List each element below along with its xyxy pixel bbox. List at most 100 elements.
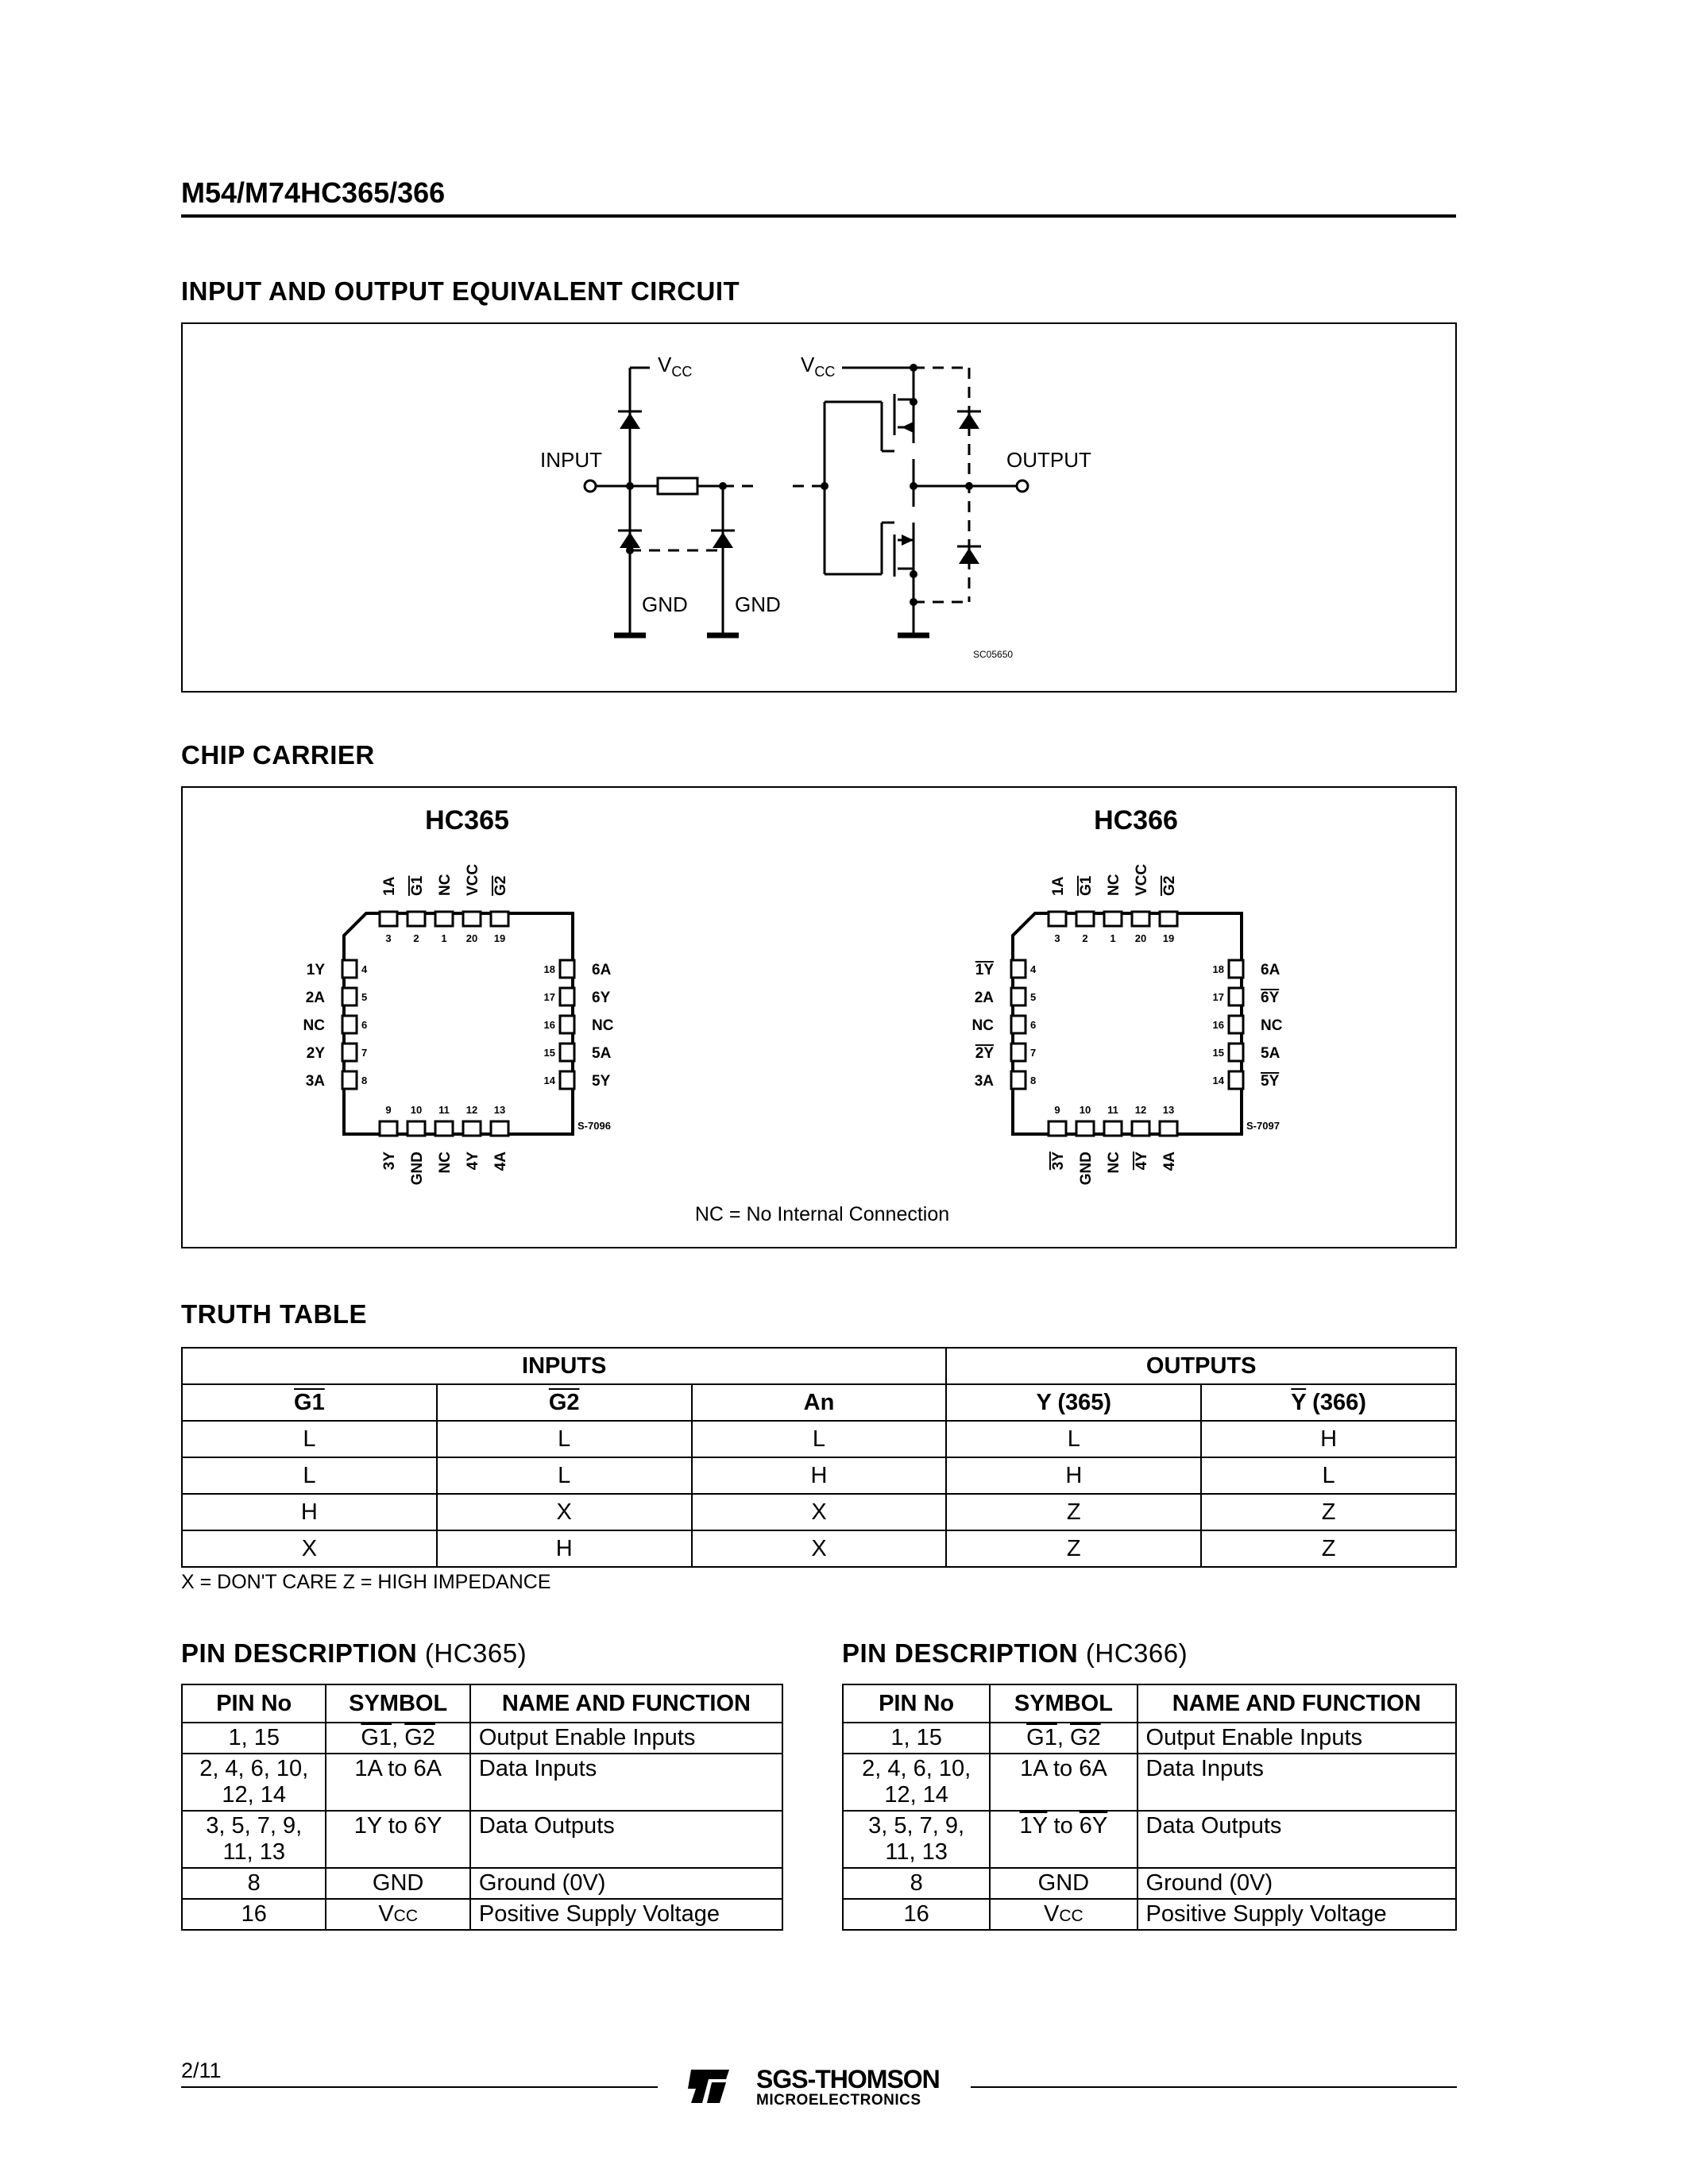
hc365-top-pin-number: 2 [413, 932, 419, 944]
truth-table-cell: X [690, 1493, 948, 1531]
hc365-package-body [342, 912, 574, 1136]
hc366-title: HC366 [1094, 805, 1178, 835]
hc366-bottom-pin-number: 11 [1107, 1104, 1118, 1116]
hc365-right-pad [558, 1070, 576, 1090]
hc366-bottom-pad [1130, 1120, 1151, 1137]
pin-desc-365-container: PIN No SYMBOL NAME AND FUNCTION 1, 15 G1… [180, 1684, 784, 1931]
hc365-top-label: G1 [409, 875, 426, 896]
hc366-package-body [1011, 912, 1243, 1136]
pd365-name: Ground (0V) [469, 1867, 784, 1900]
hc365-right-pin-number: 16 [544, 1019, 555, 1031]
truth-table-cell: Z [945, 1493, 1203, 1531]
hc365-bottom-pad [406, 1120, 427, 1137]
hc366-bottom-label: 4A [1161, 1152, 1178, 1171]
truth-table-cell: L [181, 1420, 438, 1458]
truth-table-cell: Z [945, 1530, 1203, 1568]
hc366-top-pad [1047, 910, 1068, 928]
pd365-pin: 1, 15 [180, 1722, 327, 1754]
hc365-right-label: NC [592, 1017, 614, 1034]
hc365-top-pin-number: 1 [441, 932, 446, 944]
hc366-bottom-pad [1158, 1120, 1179, 1137]
hc366-right-pin-number: 17 [1213, 991, 1224, 1003]
pd365-symbol: 1A to 6A [325, 1753, 471, 1812]
hc365-top-label: 1A [381, 876, 398, 896]
pd365-pin: 3, 5, 7, 9, 11, 13 [180, 1810, 327, 1869]
st-logo-icon [685, 2066, 732, 2106]
hc365-bottom-pad [489, 1120, 510, 1137]
truth-table-cell: L [690, 1420, 948, 1458]
pd366-name: Output Enable Inputs [1136, 1722, 1458, 1754]
pin-desc-366-table: PIN No SYMBOL NAME AND FUNCTION 1, 15 G1… [841, 1684, 1458, 1931]
pd366-symbol: 1A to 6A [989, 1753, 1138, 1812]
hc365-top-label: G2 [492, 876, 509, 896]
truth-table: INPUTS OUTPUTS G1 G2 An Y (365) Y (366) … [180, 1347, 1457, 1568]
vcc-right-label: VCC [801, 353, 835, 380]
nc-note: NC = No Internal Connection [695, 1203, 949, 1225]
truth-table-cell: H [945, 1457, 1203, 1495]
pd365-col-pin: PIN No [180, 1684, 327, 1723]
pin-desc-365-table: PIN No SYMBOL NAME AND FUNCTION 1, 15 G1… [180, 1684, 784, 1931]
truth-table-cell: H [1200, 1420, 1457, 1458]
header-rule [181, 214, 1456, 218]
hc365-left-pad [341, 1014, 358, 1035]
hc366-top-pad [1075, 910, 1095, 928]
pin-desc-366-container: PIN No SYMBOL NAME AND FUNCTION 1, 15 G1… [841, 1684, 1458, 1931]
hc365-left-label: NC [303, 1017, 326, 1034]
hc366-right-pad [1227, 986, 1245, 1007]
hc366-right-label: 5Y [1261, 1073, 1280, 1090]
hc365-right-label: 5Y [592, 1073, 611, 1090]
hc365-right-label: 6Y [592, 990, 611, 1006]
hc366-top-pin-number: 19 [1163, 932, 1174, 944]
hc366-left-label: 1Y [975, 962, 995, 978]
hc365-bottom-pin-number: 9 [385, 1104, 391, 1116]
hc366-right-label: 5A [1261, 1045, 1280, 1062]
hc366-bottom-label: 3Y [1050, 1152, 1067, 1171]
hc366-right-label: 6Y [1261, 990, 1280, 1006]
hc365-bottom-pin-number: 11 [438, 1104, 450, 1116]
hc366-right-pin-number: 18 [1213, 963, 1224, 975]
pin-desc-366-heading: PIN DESCRIPTION (HC366) [842, 1638, 1188, 1669]
pd366-symbol: GND [989, 1867, 1138, 1900]
col-an: An [690, 1383, 948, 1422]
hc365-left-pad [341, 986, 358, 1007]
hc365-top-pad [406, 910, 427, 928]
hc366-right-pin-number: 15 [1213, 1047, 1224, 1059]
hc366-bottom-label: NC [1106, 1152, 1122, 1174]
hc365-top-label: VCC [465, 864, 481, 896]
pin-desc-366-suffix: (HC366) [1085, 1638, 1188, 1668]
hc365-left-pin-number: 5 [361, 991, 367, 1003]
pd365-col-symbol: SYMBOL [325, 1684, 471, 1723]
hc365-top-pad [378, 910, 399, 928]
hc365-top-pad [462, 910, 482, 928]
hc365-left-label: 2Y [307, 1045, 326, 1062]
hc365-left-pin-number: 8 [361, 1075, 367, 1086]
equivalent-circuit-diagram: VCC VCC INPUT OUTPUT GND GND SC05650 [540, 353, 1091, 660]
hc365-bottom-label: GND [409, 1152, 426, 1185]
hc365-left-label: 3A [306, 1073, 326, 1090]
pd365-name: Positive Supply Voltage [469, 1898, 784, 1931]
hc366-code: S-7097 [1246, 1120, 1280, 1132]
hc366-left-pad [1010, 959, 1027, 979]
hc366-bottom-pad [1103, 1120, 1123, 1137]
hc366-right-pad [1227, 1042, 1245, 1063]
truth-table-cell: X [690, 1530, 948, 1568]
hc365-bottom-label: NC [437, 1152, 454, 1174]
hc366-top-label: NC [1106, 874, 1122, 896]
truth-table-cell: X [435, 1493, 693, 1531]
hc365-right-pin-number: 18 [544, 963, 555, 975]
pd366-name: Positive Supply Voltage [1136, 1898, 1458, 1931]
hc366-left-label: 3A [975, 1073, 995, 1090]
hc366-right-pad [1227, 1070, 1245, 1090]
pd365-symbol: VCC [325, 1898, 471, 1931]
truth-table-cell: L [181, 1457, 438, 1495]
hc366-left-pin-number: 8 [1030, 1075, 1036, 1086]
pd365-pin: 16 [180, 1898, 327, 1931]
hc365-bottom-pin-number: 13 [494, 1104, 505, 1116]
gnd-label-1: GND [642, 592, 688, 616]
hc365-left-pad [341, 1042, 358, 1063]
